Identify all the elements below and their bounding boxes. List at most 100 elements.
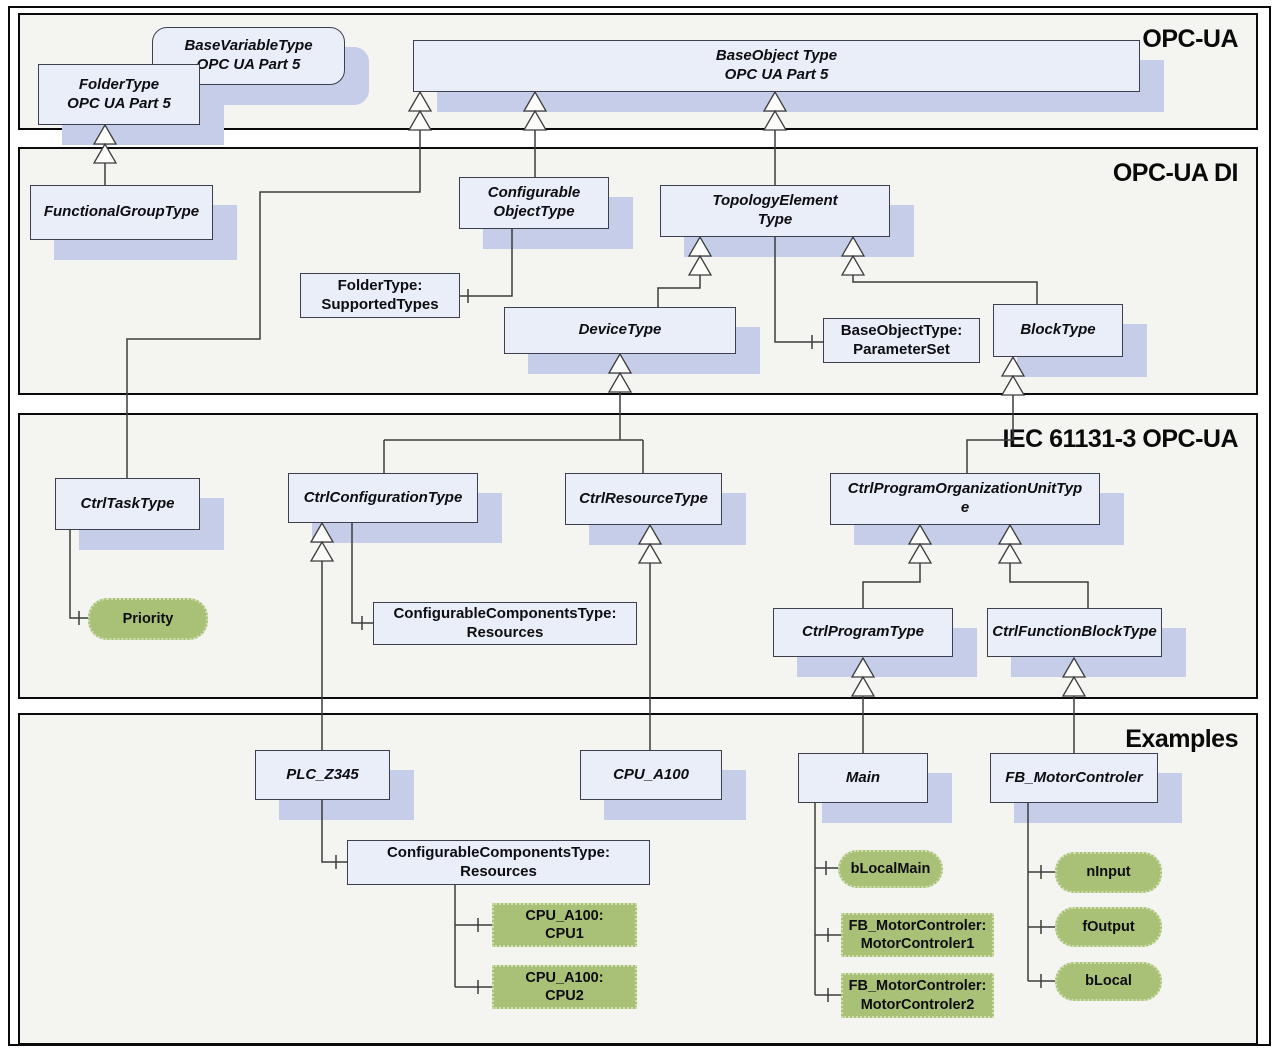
node-priority-variable: Priority — [88, 598, 208, 640]
inheritance-edge-ctrltasktype-baseobjecttype — [126, 130, 421, 478]
node-ctrl-function-block-type: CtrlFunctionBlockType — [987, 608, 1162, 657]
inheritance-triangle — [407, 109, 433, 131]
outer-frame — [8, 6, 1271, 1046]
node-label: FB_MotorControler: — [848, 978, 987, 995]
composition-edge-configurableobjecttype-supportedtypes — [460, 227, 513, 303]
node-label: ObjectType — [493, 203, 575, 220]
composition-edge-fbmotorcontroler-variables — [1027, 803, 1055, 988]
node-fb-motor-controler-2: FB_MotorControler: MotorControler2 — [841, 973, 994, 1018]
node-label: BaseVariableType — [184, 37, 313, 55]
inheritance-triangle — [407, 90, 433, 112]
node-plc-z345: PLC_Z345 — [255, 750, 390, 800]
inheritance-edge-ctrlfunctionblocktype-ctrlpou — [1009, 563, 1089, 608]
inheritance-triangle — [762, 109, 788, 131]
inheritance-triangle — [1061, 675, 1087, 697]
node-label: CPU_A100: — [525, 969, 604, 986]
node-device-type: DeviceType — [504, 307, 736, 354]
node-ctrl-resource-type: CtrlResourceType — [565, 473, 722, 525]
node-configurable-components-resources-iec: ConfigurableComponentsType: Resources — [373, 602, 637, 645]
inheritance-edge-ctrlconfiguration-ctrlresource-devicetype — [383, 392, 644, 473]
node-base-object-type: BaseObject Type OPC UA Part 5 — [413, 40, 1140, 92]
node-folder-type: FolderType OPC UA Part 5 — [38, 64, 200, 125]
inheritance-triangle — [607, 352, 633, 374]
node-label: Main — [845, 768, 881, 786]
node-label: CPU2 — [545, 988, 584, 1004]
inheritance-edge-devicetype-topologyelementtype — [657, 275, 701, 307]
node-cpu-a100: CPU_A100 — [580, 750, 722, 800]
node-label: CPU1 — [545, 926, 584, 942]
node-label: MotorControler1 — [860, 936, 975, 952]
node-ctrl-program-type: CtrlProgramType — [773, 608, 953, 657]
composition-edge-ctrltasktype-priority — [69, 530, 88, 625]
node-label: CPU_A100 — [613, 765, 689, 783]
inheritance-edge-ctrlprogramtype-ctrlpou — [862, 563, 921, 608]
inheritance-triangle — [762, 90, 788, 112]
composition-edge-ctrlconfigurationtype-resources — [351, 523, 373, 630]
node-label: CtrlTaskType — [80, 494, 175, 512]
node-label: e — [960, 499, 970, 516]
node-label: CPU_A100: — [525, 907, 604, 924]
node-main: Main — [798, 753, 928, 803]
section-label-iec61131: IEC 61131-3 OPC-UA — [1002, 425, 1238, 453]
inheritance-triangle — [522, 90, 548, 112]
node-fb-motor-controler: FB_MotorControler — [990, 753, 1158, 803]
node-label: ParameterSet — [853, 340, 950, 358]
inheritance-triangle — [637, 523, 663, 545]
inheritance-triangle — [1000, 374, 1026, 396]
composition-edge-plcz345-resources — [321, 800, 347, 869]
composition-edge-topologyelementtype-parameterset — [774, 237, 823, 349]
node-label: Resources — [466, 623, 544, 641]
inheritance-triangle — [1000, 355, 1026, 377]
inheritance-triangle — [607, 371, 633, 393]
node-label: Type — [757, 211, 793, 228]
section-label-opc-ua-di: OPC-UA DI — [1112, 159, 1239, 187]
node-f-output-variable: fOutput — [1055, 907, 1162, 947]
node-cpu-a100-cpu2: CPU_A100: CPU2 — [492, 965, 637, 1009]
node-label: FolderType — [78, 75, 160, 93]
node-label: bLocalMain — [850, 860, 931, 877]
inheritance-edge-ctrlpou-blocktype — [966, 395, 1014, 473]
node-label: CtrlResourceType — [579, 489, 708, 507]
node-ctrl-program-organization-unit-type: CtrlProgramOrganizationUnitTyp e — [830, 473, 1100, 525]
inheritance-triangle — [907, 523, 933, 545]
node-configurable-object-type: Configurable ObjectType — [459, 177, 609, 229]
node-label: FB_MotorControler: — [848, 917, 987, 934]
node-label: ConfigurableComponentsType: — [386, 843, 611, 861]
inheritance-triangle — [522, 109, 548, 131]
section-label-examples: Examples — [1125, 725, 1238, 753]
node-folder-type-supported-types: FolderType: SupportedTypes — [300, 273, 460, 318]
node-block-type: BlockType — [993, 304, 1123, 357]
node-label: OPC UA Part 5 — [724, 66, 829, 83]
inheritance-triangle — [840, 254, 866, 276]
inheritance-triangle — [907, 542, 933, 564]
node-label: CtrlProgramType — [802, 623, 924, 641]
inheritance-triangle — [687, 254, 713, 276]
node-label: Configurable — [487, 184, 581, 202]
node-label: TopologyElement — [712, 192, 838, 210]
inheritance-triangle — [687, 235, 713, 257]
node-label: Priority — [122, 610, 174, 627]
inheritance-triangle — [92, 123, 118, 145]
node-cpu-a100-cpu1: CPU_A100: CPU1 — [492, 903, 637, 947]
node-label: BaseObjectType: — [840, 321, 963, 339]
node-label: bLocal — [1085, 973, 1132, 990]
inheritance-triangle — [997, 523, 1023, 545]
node-label: DeviceType — [578, 321, 662, 339]
node-label: FolderType: — [337, 276, 423, 294]
node-label: fOutput — [1082, 918, 1135, 935]
node-functional-group-type: FunctionalGroupType — [30, 185, 213, 240]
node-label: SupportedTypes — [321, 295, 439, 313]
inheritance-triangle — [840, 235, 866, 257]
node-label: Resources — [460, 862, 537, 880]
node-label: CtrlFunctionBlockType — [992, 623, 1157, 641]
node-configurable-components-resources-example: ConfigurableComponentsType: Resources — [347, 840, 650, 885]
inheritance-edge-blocktype-topologyelementtype — [852, 275, 1038, 304]
node-label: CtrlProgramOrganizationUnitTyp — [847, 480, 1083, 498]
node-label: CtrlConfigurationType — [303, 488, 463, 506]
inheritance-triangle — [92, 142, 118, 164]
node-label: nInput — [1086, 864, 1131, 881]
inheritance-triangle — [637, 542, 663, 564]
node-b-local-variable: bLocal — [1055, 962, 1162, 1001]
